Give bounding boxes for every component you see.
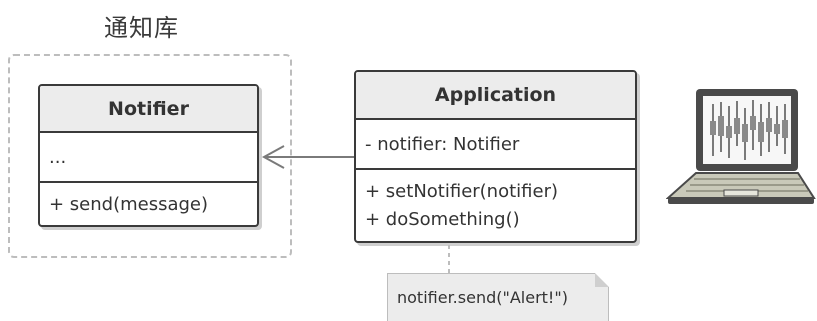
application-class-fields: - notifier: Notifier	[356, 120, 635, 168]
notifier-class-name: Notifier	[40, 86, 257, 133]
application-class-name: Application	[356, 72, 635, 120]
application-class-methods: + setNotifier(notifier) + doSomething()	[356, 168, 635, 241]
laptop-icon	[666, 89, 816, 204]
code-note-text: notifier.send("Alert!")	[397, 288, 568, 307]
application-method: + doSomething()	[365, 208, 520, 230]
notifier-class-methods: + send(message)	[40, 181, 257, 225]
notifier-class-fields: ...	[40, 133, 257, 181]
application-field: - notifier: Notifier	[365, 133, 520, 155]
code-note: notifier.send("Alert!")	[387, 273, 609, 321]
application-class: Application - notifier: Notifier + setNo…	[354, 70, 637, 243]
notifier-method: + send(message)	[49, 193, 209, 215]
note-fold-corner	[595, 273, 609, 287]
library-title: 通知库	[104, 14, 179, 42]
association-arrowhead	[261, 145, 285, 169]
application-method: + setNotifier(notifier)	[365, 180, 558, 202]
notifier-field: ...	[49, 146, 67, 168]
notifier-class: Notifier ... + send(message)	[38, 84, 259, 227]
